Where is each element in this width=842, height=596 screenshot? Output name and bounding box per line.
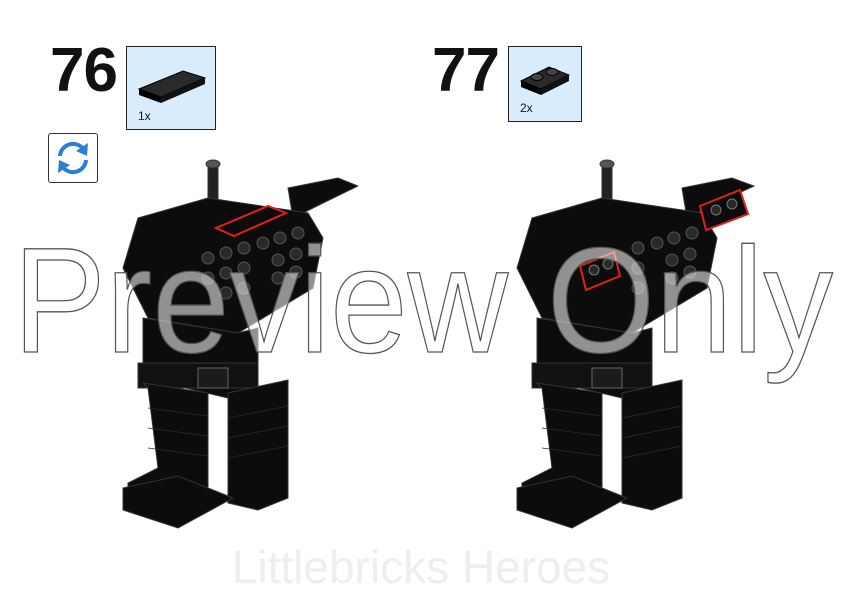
quantity-label: 1x xyxy=(138,109,151,123)
rotate-model-button[interactable] xyxy=(48,133,98,183)
model-illustration-step-76 xyxy=(122,159,358,529)
model-illustration-step-77 xyxy=(516,159,756,529)
quantity-label: 2x xyxy=(520,101,533,115)
step-number-76: 76 xyxy=(50,36,118,105)
step-number-77: 77 xyxy=(432,36,500,105)
parts-list-step-77: 2x xyxy=(508,46,582,122)
footer-brand: Littlebricks Heroes xyxy=(231,541,611,593)
tile-1x4-icon xyxy=(137,70,207,103)
rotate-arrows-icon xyxy=(58,141,88,175)
plate-1x2-icon xyxy=(519,66,571,95)
parts-list-step-76: 1x xyxy=(126,46,216,130)
